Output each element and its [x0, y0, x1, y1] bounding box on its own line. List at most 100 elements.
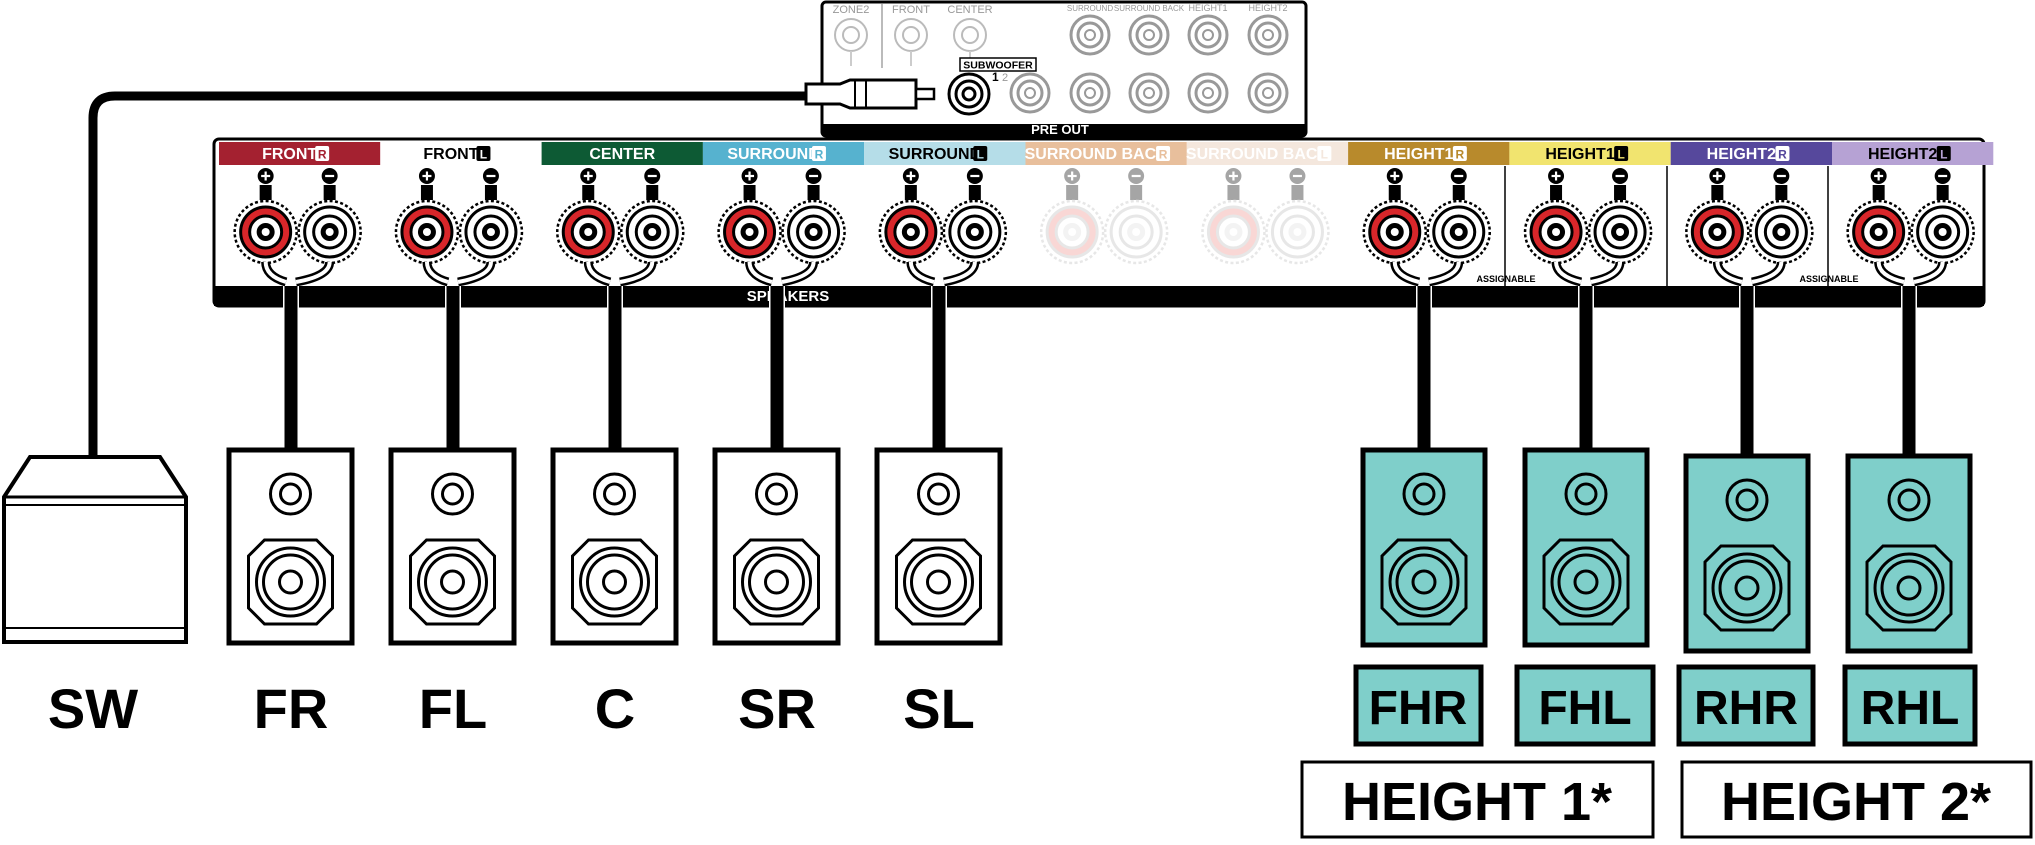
speaker-box — [1522, 447, 1650, 648]
terminal-negative — [1749, 168, 1814, 265]
terminal-positive — [1846, 168, 1911, 265]
speaker-boxes — [226, 447, 1973, 654]
channel-label: FRONT — [423, 146, 478, 163]
speaker-cable — [583, 261, 657, 452]
preout-jack — [1187, 14, 1229, 114]
channel-label: SURROUND — [889, 146, 981, 163]
terminal-negative — [1587, 168, 1653, 265]
speaker-box — [226, 447, 355, 646]
speaker-box — [712, 447, 841, 646]
speaker-box — [1845, 453, 1973, 654]
preout-label-zone2: ZONE2 — [833, 4, 870, 16]
channel-mark: L — [1617, 148, 1624, 162]
speaker-label-rhr: RHR — [1694, 682, 1798, 735]
speaker-cable — [1874, 261, 1948, 456]
terminal-positive — [1362, 168, 1427, 265]
terminal-positive — [394, 168, 460, 265]
speaker-label-fhr: FHR — [1369, 682, 1468, 735]
channel-mark: R — [1159, 148, 1168, 162]
channel-label: CENTER — [589, 146, 655, 163]
speaker-label-sl: SL — [903, 677, 975, 740]
channel-label: FRONT — [262, 146, 317, 163]
speaker-box — [388, 447, 517, 646]
channel-mark: L — [480, 148, 487, 162]
channel-label: HEIGHT1 — [1545, 146, 1614, 163]
subwoofer-jack-number-1: 1 — [992, 70, 999, 84]
preout-panel: PRE OUT ZONE2 FRONT CENTER SURROUND SURR… — [820, 0, 1308, 138]
terminal-negative — [1265, 168, 1330, 265]
terminal-negative — [1103, 168, 1169, 265]
subwoofer-jack-number-2: 2 — [1002, 72, 1008, 84]
channel-label: HEIGHT1 — [1384, 146, 1453, 163]
preout-jack — [894, 18, 928, 66]
preout-label-surround-back: SURROUND BACK — [1114, 4, 1185, 13]
terminal-positive — [1039, 168, 1105, 265]
speaker-label-sr: SR — [738, 677, 816, 740]
channel-label: HEIGHT2 — [1868, 146, 1937, 163]
speaker-cable — [422, 261, 496, 452]
subwoofer-speaker — [2, 455, 188, 644]
speaker-label-fl: FL — [419, 677, 487, 740]
preout-jacks — [834, 14, 1289, 114]
preout-label-center: CENTER — [947, 4, 992, 16]
speaker-box — [874, 447, 1003, 646]
subwoofer-cable — [88, 72, 991, 460]
speaker-box — [1683, 453, 1811, 654]
channel-mark: R — [318, 148, 327, 162]
speaker-cable — [745, 261, 819, 452]
channel-label: SURROUND — [727, 146, 819, 163]
preout-jack — [1247, 14, 1289, 114]
preout-jack — [1128, 14, 1170, 114]
channel-mark: R — [1778, 148, 1787, 162]
height-speaker-tags: FHR FHL RHR RHL — [1353, 664, 1978, 747]
preout-label-height1: HEIGHT1 — [1188, 3, 1227, 13]
group-label-height2: HEIGHT 2* — [1721, 772, 1991, 832]
preout-jack — [953, 18, 987, 66]
speaker-label-fr: FR — [254, 677, 329, 740]
speaker-box — [550, 447, 679, 646]
terminal-positive — [1201, 168, 1266, 265]
speaker-label-rhl: RHL — [1861, 682, 1960, 735]
preout-jack — [834, 18, 868, 66]
channel-strip: CENTER — [541, 142, 703, 265]
channel-mark: L — [1321, 148, 1328, 162]
terminal-negative — [297, 168, 362, 265]
group-label-height1: HEIGHT 1* — [1342, 772, 1612, 832]
speaker-cable — [1712, 261, 1786, 456]
speakers-label: SPEAKERS — [747, 288, 830, 305]
channel-mark: L — [1940, 148, 1947, 162]
channel-label: SURROUND BACK — [1025, 146, 1169, 163]
assignable-label-height2: ASSIGNABLE — [1799, 274, 1858, 284]
terminal-negative — [458, 168, 524, 265]
speaker-cables — [261, 261, 1948, 456]
terminal-negative — [1426, 168, 1491, 265]
terminal-positive — [878, 168, 944, 265]
terminal-positive — [233, 168, 298, 265]
preout-label-surround: SURROUND — [1067, 4, 1113, 13]
channel-label: SURROUND BACK — [1186, 146, 1330, 163]
terminal-positive — [556, 168, 621, 265]
channel-mark: R — [815, 148, 824, 162]
preout-label-height2: HEIGHT2 — [1248, 3, 1287, 13]
assignable-label-height1: ASSIGNABLE — [1476, 274, 1535, 284]
subwoofer-jack-label: SUBWOOFER — [963, 60, 1033, 72]
channel-mark: R — [1456, 148, 1465, 162]
speaker-label-sw: SW — [48, 677, 138, 740]
terminal-negative — [942, 168, 1008, 265]
speaker-label-fhl: FHL — [1538, 682, 1631, 735]
speaker-label-c: C — [595, 677, 635, 740]
height-groups: HEIGHT 1* HEIGHT 2* — [1300, 760, 2033, 839]
